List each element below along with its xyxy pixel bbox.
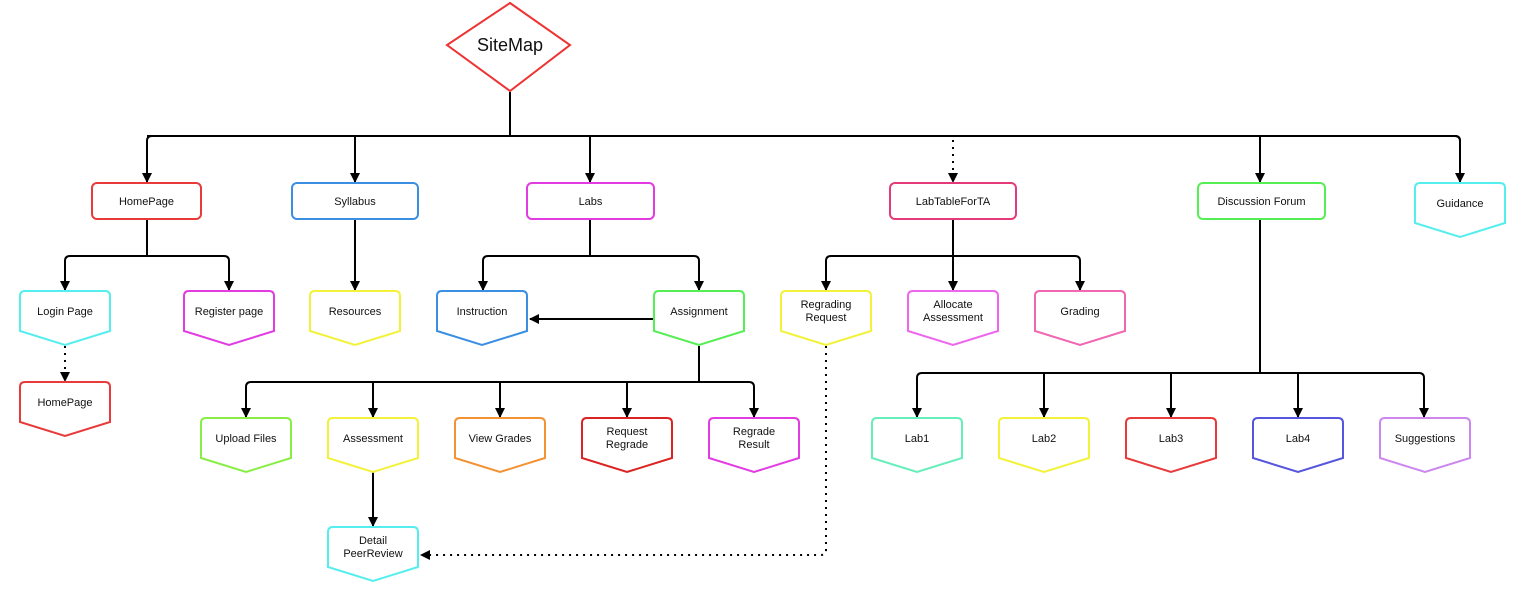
node-sitemap[interactable]: SiteMap [445, 1, 572, 93]
node-lab2[interactable]: Lab2 [998, 417, 1090, 474]
node-page-shape [19, 381, 111, 438]
node-label: Labs [579, 196, 603, 208]
edge-to-homepage [142, 135, 153, 183]
node-page-shape [327, 526, 419, 583]
node-syllabus[interactable]: Syllabus [291, 182, 419, 220]
edge-to-lab1 [912, 372, 1260, 418]
node-page-shape [327, 417, 419, 474]
node-label: HomePage [37, 397, 92, 409]
node-viewgrades[interactable]: View Grades [454, 417, 546, 474]
node-label: SiteMap [477, 35, 543, 55]
node-box [91, 182, 202, 220]
node-labtable[interactable]: LabTableForTA [889, 182, 1017, 220]
node-page-shape [1252, 417, 1344, 474]
node-assessment[interactable]: Assessment [327, 417, 419, 474]
node-guidance[interactable]: Guidance [1414, 182, 1506, 239]
node-page-shape [780, 290, 872, 347]
node-page-shape [1125, 417, 1217, 474]
node-label: Resources [329, 306, 382, 318]
node-page-shape [200, 417, 292, 474]
node-label: Lab4 [1286, 433, 1310, 445]
node-label: Register page [195, 306, 264, 318]
node-upload[interactable]: Upload Files [200, 417, 292, 474]
node-lab1[interactable]: Lab1 [871, 417, 963, 474]
node-label: Instruction [457, 306, 508, 318]
node-instruction[interactable]: Instruction [436, 290, 528, 347]
edge-regradingreq-to-detailpr [420, 346, 827, 560]
node-homepage2[interactable]: HomePage [19, 381, 111, 438]
node-register[interactable]: Register page [183, 290, 275, 347]
node-label: Suggestions [1395, 433, 1456, 445]
node-label: Assignment [670, 306, 727, 318]
node-page-shape [871, 417, 963, 474]
edge-to-login [60, 255, 147, 291]
node-label: Guidance [1436, 198, 1483, 210]
node-forum[interactable]: Discussion Forum [1197, 182, 1326, 220]
node-box [1197, 182, 1326, 220]
node-lab3[interactable]: Lab3 [1125, 417, 1217, 474]
node-label: Grading [1060, 306, 1099, 318]
node-label: Lab1 [905, 433, 929, 445]
edge-to-guidance [1454, 135, 1465, 183]
node-lab4[interactable]: Lab4 [1252, 417, 1344, 474]
node-box [291, 182, 419, 220]
edge-to-suggestions [1260, 372, 1429, 418]
edge-to-assignment [590, 255, 704, 291]
node-label: View Grades [469, 433, 532, 445]
node-page-shape [653, 290, 745, 347]
edges [60, 92, 1465, 560]
node-label: Syllabus [334, 196, 376, 208]
sitemap-diamond [445, 1, 572, 93]
node-page-shape [1379, 417, 1471, 474]
node-page-shape [998, 417, 1090, 474]
node-page-shape [1414, 182, 1506, 239]
edge-to-instruction [478, 255, 590, 291]
node-box [526, 182, 655, 220]
node-suggestions[interactable]: Suggestions [1379, 417, 1471, 474]
node-box [889, 182, 1017, 220]
node-resources[interactable]: Resources [309, 290, 401, 347]
edge-to-regraderesult [699, 381, 759, 418]
edge-to-grading [953, 255, 1085, 291]
node-page-shape [581, 417, 673, 474]
node-assignment[interactable]: Assignment [653, 290, 745, 347]
node-page-shape [454, 417, 546, 474]
node-label: LabTableForTA [916, 196, 991, 208]
node-page-shape [907, 290, 999, 347]
edge-to-register [147, 255, 234, 291]
node-label: Assessment [343, 433, 403, 445]
node-page-shape [19, 290, 111, 347]
node-page-shape [1034, 290, 1126, 347]
node-grading[interactable]: Grading [1034, 290, 1126, 347]
node-label: Upload Files [215, 433, 277, 445]
node-label: Lab2 [1032, 433, 1056, 445]
edge-to-regradingreq [821, 255, 953, 291]
edge-to-upload [241, 381, 699, 418]
node-page-shape [436, 290, 528, 347]
node-label: HomePage [119, 196, 174, 208]
node-label: Login Page [37, 306, 93, 318]
node-homepage[interactable]: HomePage [91, 182, 202, 220]
node-labs[interactable]: Labs [526, 182, 655, 220]
edge-top-bus [147, 135, 1461, 142]
node-page-shape [309, 290, 401, 347]
node-label: Discussion Forum [1217, 196, 1305, 208]
node-label: Lab3 [1159, 433, 1183, 445]
node-page-shape [708, 417, 800, 474]
node-login[interactable]: Login Page [19, 290, 111, 347]
node-page-shape [183, 290, 275, 347]
